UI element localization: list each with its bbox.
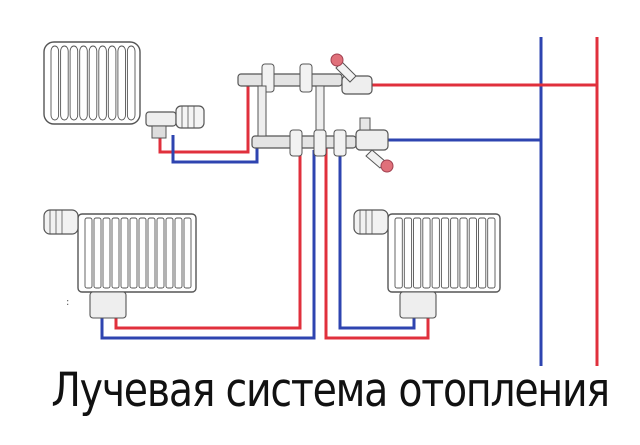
caption-title: Лучевая система отопления xyxy=(51,363,610,418)
radiator-fin xyxy=(450,217,459,289)
radiator-icon xyxy=(43,209,197,319)
radiator-fin xyxy=(165,217,174,289)
radiator-fin xyxy=(88,45,98,121)
radiator-fin xyxy=(422,217,431,289)
radiator-fin xyxy=(487,217,496,289)
radiator-fin xyxy=(120,217,129,289)
radiator-fin xyxy=(50,45,60,121)
radiator-fin xyxy=(459,217,468,289)
radiator-fin xyxy=(468,217,477,289)
radiator-fin xyxy=(431,217,440,289)
radiator-fin xyxy=(440,217,450,289)
radiator-fin xyxy=(138,217,147,289)
valve-icon xyxy=(355,117,394,173)
manifold-icon xyxy=(237,63,357,157)
pipe-left-supply xyxy=(114,150,302,330)
radiator-fin xyxy=(111,217,120,289)
pipe-right-supply xyxy=(324,148,430,340)
radiator-fin xyxy=(129,217,138,289)
radiator-fin xyxy=(84,217,93,289)
radiator-fin xyxy=(413,217,422,289)
radiator-fins xyxy=(394,217,496,289)
radiator-fins xyxy=(84,217,192,289)
radiator-icon xyxy=(353,209,501,319)
radiator-fin xyxy=(93,217,102,289)
pipe-right-return xyxy=(338,148,416,330)
radiator-fin xyxy=(156,217,165,289)
thermostatic-valve-icon xyxy=(145,105,205,139)
radiator-fin xyxy=(394,217,403,289)
pipe-top-return xyxy=(171,135,259,164)
stray-mark: : xyxy=(66,297,70,308)
radiator-fin xyxy=(79,45,88,121)
radiator-icon xyxy=(43,41,141,125)
radiator-fin xyxy=(102,217,111,289)
radiator-fin xyxy=(147,217,156,289)
radiator-fin xyxy=(117,45,126,121)
radiator-fin xyxy=(183,217,192,289)
radiator-fin xyxy=(60,45,69,121)
radiator-fin xyxy=(98,45,107,121)
valve-icon xyxy=(330,53,373,95)
radiator-fin xyxy=(403,217,413,289)
radiator-fins xyxy=(50,45,136,121)
radiator-fin xyxy=(69,45,79,121)
radiator-fin xyxy=(478,217,487,289)
radiator-fin xyxy=(126,45,136,121)
radiator-fin xyxy=(174,217,183,289)
radiator-fin xyxy=(107,45,117,121)
pipe-left-return xyxy=(100,150,316,340)
